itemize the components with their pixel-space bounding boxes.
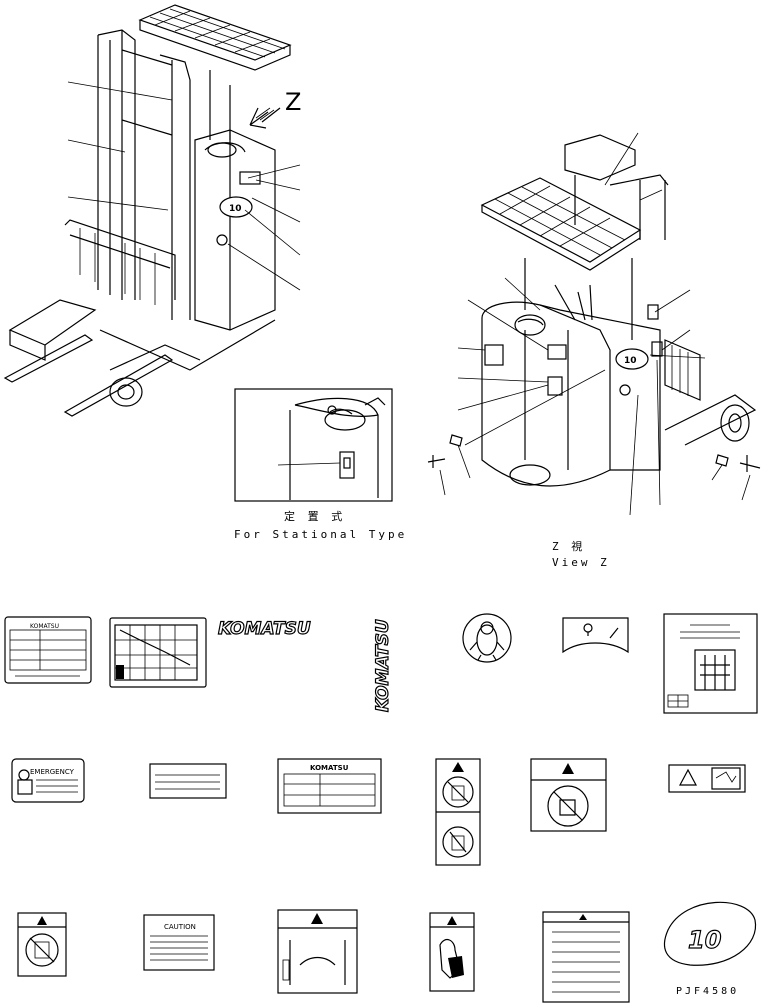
decal-no-entry-warning (530, 758, 607, 832)
decal-emergency: EMERGENCY (11, 758, 85, 803)
drawing-code: PJF4580 (676, 986, 740, 997)
decal-switch-panel (562, 617, 629, 654)
stational-type-inset (234, 388, 393, 502)
decal-model-emblem: 10 (663, 901, 757, 966)
forklift-view-z: 10 (427, 132, 761, 516)
decal-hazard-small (668, 764, 746, 793)
caution-label-text: CAUTION (164, 923, 196, 931)
emergency-label-text: EMERGENCY (30, 768, 75, 776)
decal-name-plate: KOMATSU (277, 758, 382, 814)
decal-caution: CAUTION (143, 914, 215, 971)
decal-capacity-plate: KOMATSU (4, 616, 92, 684)
view-z-label-jp: Z 視 (552, 540, 586, 553)
forklift-left-view: 10 (3, 4, 301, 417)
decal-hand-hazard (429, 912, 475, 992)
view-z-arrow-letter: Z (285, 88, 301, 116)
decal-komatsu-vertical: KOMATSU (372, 619, 393, 713)
stational-label-jp: 定 置 式 (284, 510, 346, 523)
emblem-small-left: 10 (229, 204, 242, 214)
decal-load-chart (109, 617, 207, 688)
emblem-small-right: 10 (624, 356, 637, 366)
decal-pinch-point (277, 909, 358, 994)
view-z-label-en: View Z (552, 556, 610, 569)
komatsu-logo-text: KOMATSU (218, 619, 311, 639)
capacity-plate-brand: KOMATSU (30, 623, 59, 630)
decal-lift-instructions (663, 613, 758, 714)
decal-warning-double (435, 758, 481, 866)
komatsu-vertical-text: KOMATSU (373, 619, 393, 712)
decal-text-label (149, 763, 227, 799)
decal-no-riding (17, 912, 67, 977)
name-plate-brand: KOMATSU (310, 764, 349, 772)
stational-label-en: For Stational Type (234, 528, 408, 541)
model-emblem-number: 10 (688, 926, 721, 954)
decal-penguin-emblem (462, 613, 512, 663)
decal-komatsu-logo: KOMATSU (217, 618, 311, 639)
decal-instruction-sheet (542, 911, 630, 1003)
